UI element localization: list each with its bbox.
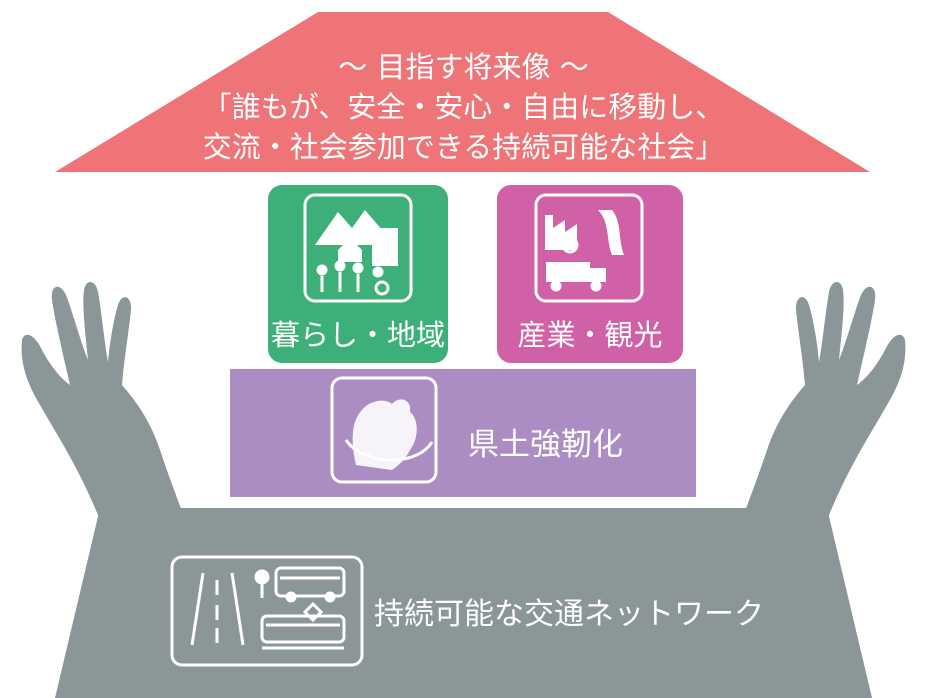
roof-line-1: 「誰もが、安全・安心・自由に移動し、 (202, 90, 725, 124)
road-bus-train-icon (170, 555, 364, 667)
roof (55, 12, 870, 172)
network-label: 持続可能な交通ネットワーク (374, 597, 764, 632)
roof-line-2: 交流・社会参加できる持続可能な社会」 (202, 130, 725, 164)
community-icon (303, 193, 413, 303)
industry-pillar-label: 産業・観光 (517, 318, 663, 352)
resilience-label: 県土強靭化 (468, 427, 623, 463)
living-pillar-label: 暮らし・地域 (270, 318, 445, 352)
resilience-bar (230, 369, 696, 497)
left-hand-icon (21, 281, 185, 520)
roof-subtitle: ～ 目指す将来像 ～ (338, 50, 589, 84)
industry-tourism-icon (534, 193, 644, 303)
right-hand-icon (742, 281, 906, 520)
strongman-icon (330, 376, 438, 484)
